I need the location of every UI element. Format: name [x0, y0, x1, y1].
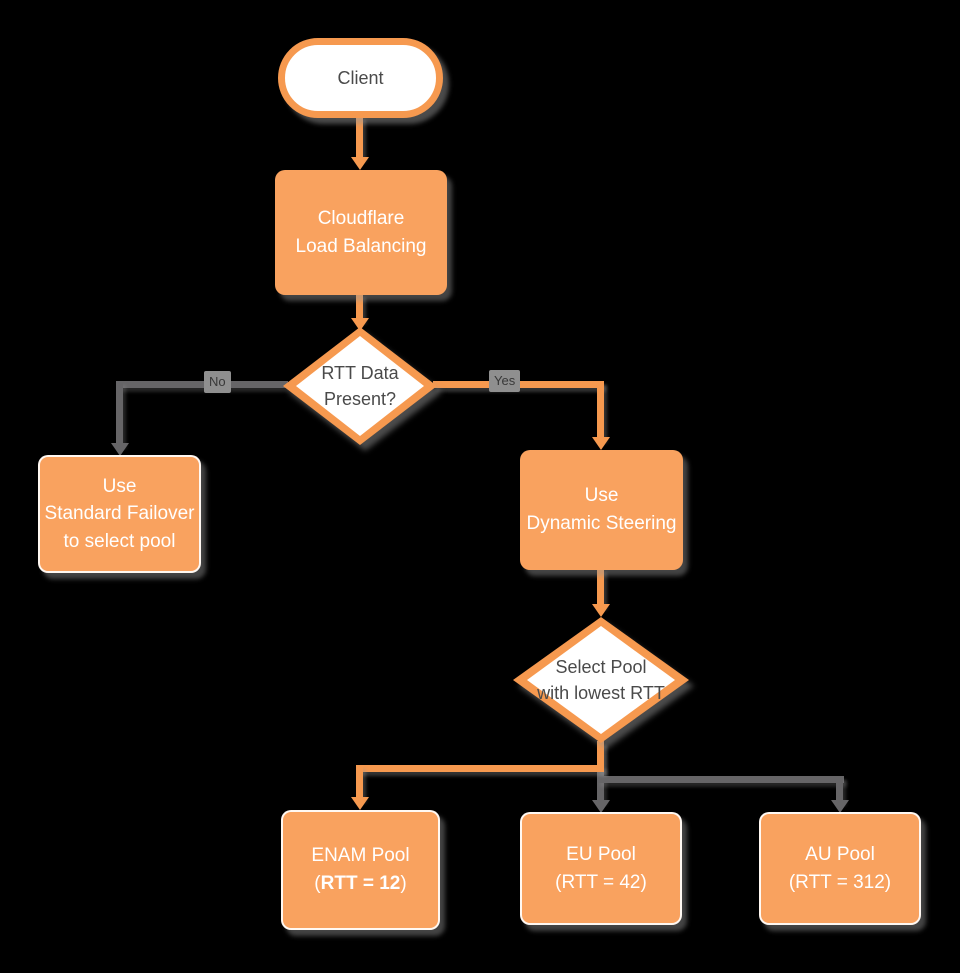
connector-client-to-lb [356, 115, 363, 158]
node-client: Client [278, 38, 443, 118]
node-eu-pool: EU Pool (RTT = 42) [520, 812, 682, 925]
node-au-pool: AU Pool (RTT = 312) [759, 812, 921, 925]
decision-rtt-line2: Present? [323, 389, 397, 409]
node-enam-rtt-suffix: ) [400, 873, 407, 894]
node-eu-pool-line2: (RTT = 42) [555, 871, 647, 893]
node-standard-failover-line2: Standard Failover [44, 503, 195, 525]
node-standard-failover-line1: Use [102, 475, 137, 497]
node-enam-pool-line1: ENAM Pool [311, 845, 410, 867]
node-standard-failover-line3: to select pool [63, 530, 176, 552]
arrowhead-to-standard-failover [111, 443, 129, 456]
node-au-pool-line1: AU Pool [805, 843, 875, 865]
decision-select-pool: Select Pool with lowest RTT [513, 617, 689, 743]
connector-no-vertical [116, 381, 123, 445]
connector-to-au-vertical [836, 776, 843, 802]
node-load-balancing-line2: Load Balancing [295, 235, 427, 257]
connector-to-au-horizontal [597, 776, 844, 783]
node-load-balancing: Cloudflare Load Balancing [275, 170, 447, 295]
arrowhead-to-rtt-decision [351, 318, 369, 331]
arrowhead-to-au-pool [831, 800, 849, 813]
node-client-label: Client [337, 67, 384, 88]
node-eu-pool-line1: EU Pool [566, 843, 636, 865]
connector-lb-to-rtt-decision [356, 293, 363, 320]
arrowhead-to-select-pool [592, 604, 610, 617]
connector-no-horizontal [118, 381, 288, 388]
arrowhead-to-lb [351, 157, 369, 170]
connector-to-enam-horizontal [356, 765, 604, 772]
arrowhead-to-enam-pool [351, 797, 369, 810]
connector-ds-to-select-pool [597, 568, 604, 606]
connector-to-enam-drop [597, 741, 604, 772]
node-dynamic-steering: Use Dynamic Steering [520, 450, 683, 570]
decision-rtt-text: RTT Data Present? [283, 327, 437, 445]
decision-select-pool-line1: Select Pool [555, 656, 647, 677]
edge-label-yes: Yes [489, 370, 521, 393]
arrowhead-to-eu-pool [592, 800, 610, 813]
connector-to-enam-vertical [356, 765, 363, 799]
node-enam-pool-line2: (RTT = 12) [314, 870, 406, 898]
node-dynamic-steering-line2: Dynamic Steering [526, 513, 677, 534]
decision-rtt-line1: RTT Data [321, 362, 399, 383]
node-standard-failover: Use Standard Failover to select pool [38, 455, 201, 573]
node-enam-rtt-value: RTT = 12 [320, 873, 401, 894]
node-enam-rtt-prefix: ( [314, 873, 321, 894]
decision-select-pool-text: Select Pool with lowest RTT [513, 617, 689, 743]
decision-rtt-data-present: RTT Data Present? [283, 327, 437, 445]
node-load-balancing-line1: Cloudflare [317, 207, 405, 229]
node-dynamic-steering-line1: Use [584, 485, 619, 507]
node-enam-pool: ENAM Pool (RTT = 12) [281, 810, 440, 930]
decision-select-pool-line2: with lowest RTT [537, 683, 665, 703]
arrowhead-to-dynamic-steering [592, 437, 610, 450]
node-au-pool-line2: (RTT = 312) [788, 871, 892, 893]
edge-label-no: No [204, 371, 231, 394]
connector-yes-vertical [597, 381, 604, 439]
